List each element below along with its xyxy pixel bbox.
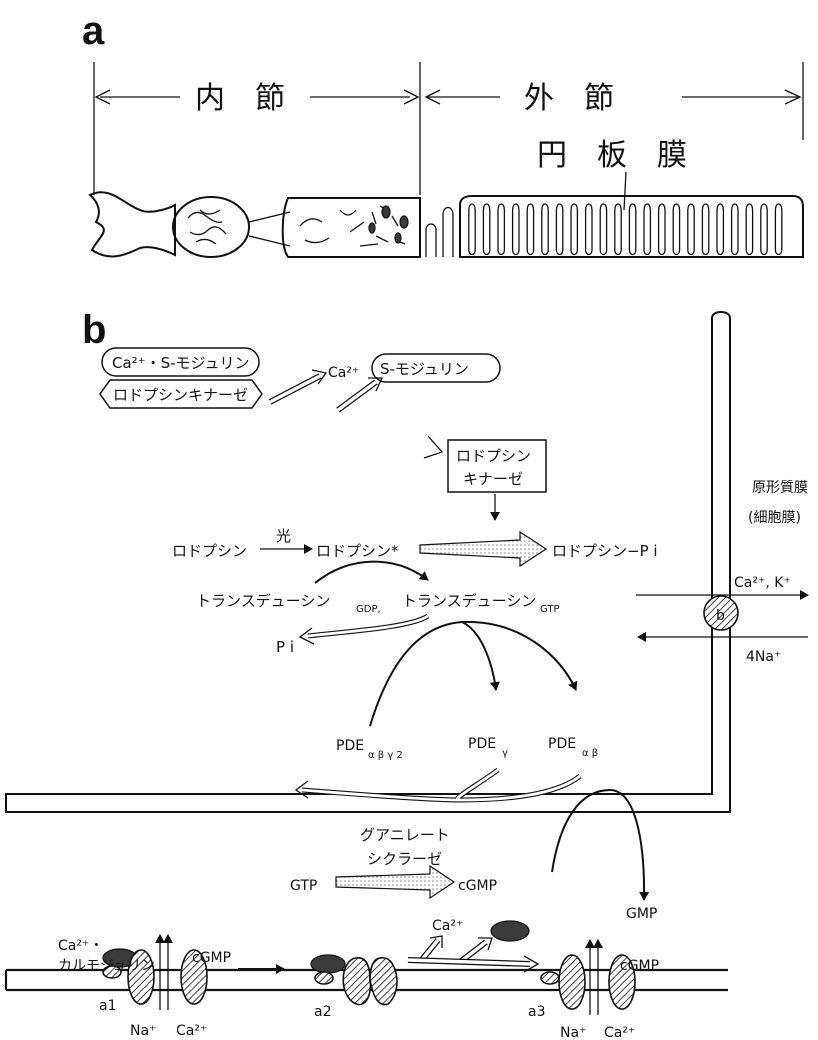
ca-k-label: Ca²⁺, K⁺ — [734, 575, 791, 591]
rhodopsin-kinase-box-line2: キナーゼ — [463, 470, 523, 488]
disc — [673, 204, 679, 255]
outer-segment-discs — [460, 196, 803, 257]
disc — [775, 204, 781, 255]
disc — [586, 204, 592, 255]
disc — [483, 204, 489, 255]
transducin-gtp-label: トランスデューシン — [402, 592, 536, 610]
pde-ab-label: PDE — [548, 736, 576, 752]
ca-s-modulin-label: Ca²⁺・S-モジュリン — [112, 354, 249, 372]
disc — [542, 204, 548, 255]
disc — [513, 204, 519, 255]
disc — [629, 204, 635, 255]
activation-arrow — [315, 562, 428, 583]
disc — [659, 204, 665, 255]
gmp-label: GMP — [626, 906, 657, 922]
panel-b: b 原形質膜 (細胞膜) b Ca²⁺, K⁺ 4Na⁺ Ca²⁺・S-モジュリ… — [6, 308, 808, 1040]
ca-label: Ca²⁺ — [328, 365, 359, 381]
rhodopsin-pi-label: ロドプシン−P i — [552, 542, 658, 560]
inner-segment-label: 内 節 — [195, 81, 285, 116]
rhodopsin-kinase-hex-label: ロドプシンキナーゼ — [113, 386, 248, 404]
na-a3-label: Na⁺ — [560, 1025, 586, 1040]
disc — [600, 204, 606, 255]
panel-a-label: a — [82, 9, 105, 53]
disc — [732, 204, 738, 255]
channel-a3 — [541, 940, 635, 1015]
cyclase-arrow — [336, 866, 454, 898]
pde-gamma-label: PDE — [468, 736, 496, 752]
transducin-gdp-label: トランスデューシン — [196, 592, 330, 610]
disc — [615, 204, 621, 255]
guanylate-line2: シクラーゼ — [367, 850, 442, 868]
cell-membrane-label: (細胞膜) — [748, 510, 801, 526]
na-a1-label: Na⁺ — [130, 1023, 156, 1039]
panel-b-label: b — [82, 308, 106, 352]
rhodopsin-star-label: ロドプシン* — [316, 542, 399, 560]
disc — [717, 204, 723, 255]
disc — [702, 204, 708, 255]
rhodopsin-label: ロドプシン — [172, 542, 247, 560]
pde-gamma-subscript: γ — [502, 748, 508, 759]
rod-cell-drawing — [90, 192, 453, 257]
cgmp-hydrolysis-arrow — [552, 790, 644, 900]
disc — [556, 204, 562, 255]
a2-label: a2 — [314, 1004, 332, 1020]
pde-full-label: PDE — [336, 738, 364, 754]
na4-label: 4Na⁺ — [746, 649, 781, 665]
ca-a3-label: Ca²⁺ — [604, 1025, 635, 1040]
cgmp-a3-label: cGMP — [620, 958, 659, 974]
disc — [644, 204, 650, 255]
exchanger-label: b — [716, 608, 725, 624]
s-modulin-label: S-モジュリン — [380, 360, 469, 378]
pde-full-subscript: α β γ 2 — [368, 750, 403, 761]
rhodopsin-kinase-box-line1: ロドプシン — [456, 447, 531, 465]
gtp-label: GTP — [290, 878, 317, 894]
gtp-subscript: GTP — [540, 604, 560, 615]
ca-release-label: Ca²⁺ — [432, 918, 463, 934]
pi-label: P i — [276, 638, 294, 656]
gtp-to-pde-arrow — [370, 622, 576, 726]
disc — [498, 204, 504, 255]
calmodulin-line1: Ca²⁺・ — [58, 938, 103, 954]
gdp-subscript: GDP, — [356, 604, 381, 615]
disc — [746, 204, 752, 255]
calmodulin-line2: カルモジュリン — [58, 958, 155, 974]
release-arrows — [262, 370, 442, 458]
disc — [761, 204, 767, 255]
outer-segment-label: 外 節 — [524, 81, 614, 116]
plasma-membrane-label: 原形質膜 — [752, 480, 808, 496]
light-label: 光 — [276, 527, 291, 545]
disc — [469, 204, 475, 255]
panel-a: a 内 節 外 節 円 板 膜 — [82, 9, 803, 257]
cgmp-a1-label: cGMP — [192, 950, 231, 966]
disc — [688, 204, 694, 255]
disc — [571, 204, 577, 255]
cgmp-label: cGMP — [458, 878, 497, 894]
disc-membrane-label: 円 板 膜 — [537, 138, 687, 173]
calmodulin-release — [408, 921, 538, 972]
ca-a1-label: Ca²⁺ — [176, 1023, 207, 1039]
guanylate-line1: グアニレート — [360, 826, 450, 844]
a3-label: a3 — [528, 1004, 546, 1020]
a1-label: a1 — [99, 998, 117, 1014]
gamma-arrow — [462, 622, 496, 690]
phosphorylation-arrow — [420, 532, 546, 566]
pde-ab-subscript: α β — [582, 748, 598, 759]
disc — [527, 204, 533, 255]
channel-a2 — [311, 955, 397, 1005]
